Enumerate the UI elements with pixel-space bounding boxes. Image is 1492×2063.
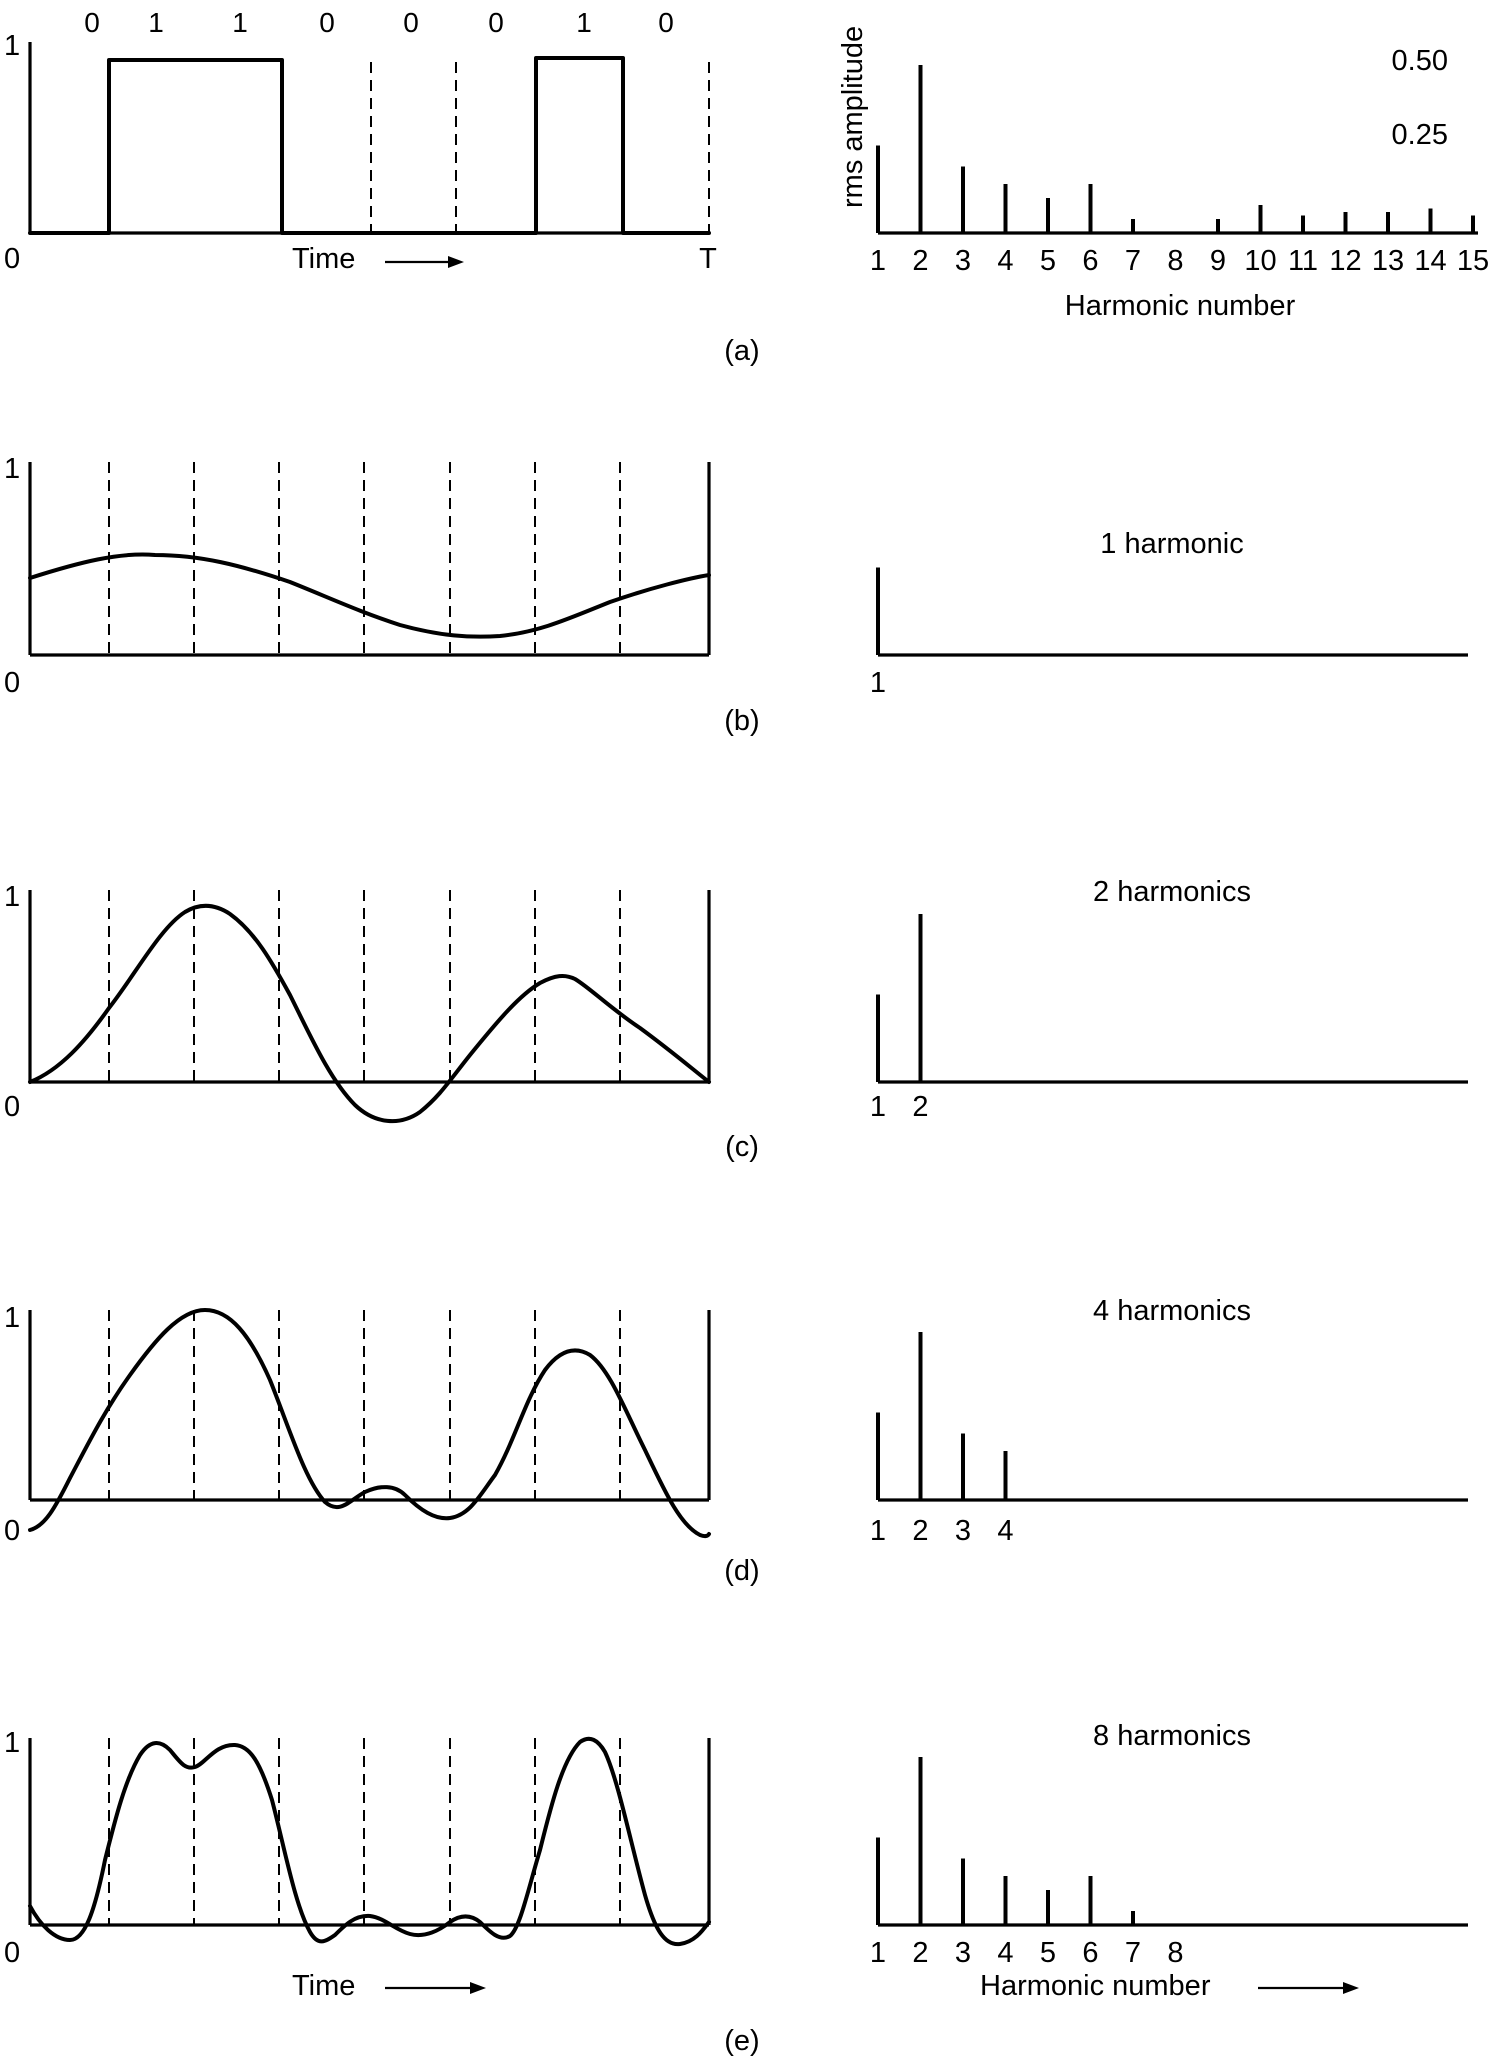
harmonic-tick-3: 3 [955,1937,971,1969]
harmonic-tick-2: 2 [912,245,928,277]
time-axis-frame [28,1738,711,1927]
y-tick-1: 1 [4,881,20,913]
bit-label-7: 1 [576,7,592,38]
panel-label-c: (c) [725,1131,759,1163]
harmonic-arrow [1258,1982,1359,1994]
y-tick-0: 0 [4,1937,20,1969]
harmonic-tick-6: 6 [1082,1937,1098,1969]
harmonic-tick-1: 1 [870,667,886,699]
time-arrow [385,256,464,268]
harmonic-tick-1: 1 [870,1091,886,1123]
bit-dividers-a [370,62,710,233]
y-tick-1: 1 [4,30,20,62]
harmonic-tick-1: 1 [870,1937,886,1969]
y-tick-0: 0 [4,1091,20,1123]
harmonic-tick-6: 6 [1082,245,1098,277]
harmonic-tick-11: 11 [1288,245,1318,277]
harmonic-tick-5: 5 [1040,1937,1056,1969]
panel-b: 1 0 1 harmonic 1 (b) [4,453,1468,737]
y-tick-1: 1 [4,1727,20,1759]
time-label: Time [292,243,355,275]
harmonic-tick-3: 3 [955,1515,971,1547]
harmonic-tick-5: 5 [1040,245,1056,277]
harmonic-tick-10: 10 [1244,245,1276,277]
spectrum-xlabel-a: Harmonic number [1065,290,1296,322]
spectrum-ticks-b: 1 [870,667,886,699]
harmonic-tick-4: 4 [997,1937,1013,1969]
harmonic-tick-1: 1 [870,245,886,277]
bit-label-4: 0 [319,7,335,38]
harmonic-tick-1: 1 [870,1515,886,1547]
harmonic-tick-12: 12 [1329,245,1361,277]
y-tick-0: 0 [4,667,20,699]
time-label: Time [292,1970,355,2002]
time-axis-frame [28,1310,711,1502]
panel-a: 0 1 1 0 0 0 1 0 1 0 T Time rms amplitude [4,7,1489,367]
time-axis-frame [28,462,711,657]
reconstructed-wave-8-harmonics [28,1736,711,1947]
harmonic-tick-8: 8 [1167,1937,1183,1969]
bit-label-1: 0 [84,7,100,38]
panel-label-a: (a) [724,335,759,367]
harmonics-title-c: 2 harmonics [1093,876,1251,908]
harmonic-tick-9: 9 [1210,245,1226,277]
y-tick-1: 1 [4,453,20,485]
bit-label-8: 0 [658,7,674,38]
x-end-label: T [699,243,717,275]
bit-label-5: 0 [403,7,419,38]
harmonic-tick-14: 14 [1414,245,1446,277]
spectrum-bars-e [876,1757,1135,1925]
harmonic-tick-8: 8 [1167,245,1183,277]
panel-label-b: (b) [724,705,759,737]
harmonic-tick-4: 4 [997,245,1013,277]
bit-dividers-d [108,1310,621,1500]
harmonic-tick-4: 4 [997,1515,1013,1547]
y-tick-1: 1 [4,1302,20,1334]
harmonic-tick-13: 13 [1372,245,1404,277]
harmonic-tick-2: 2 [912,1937,928,1969]
panel-label-d: (d) [724,1555,759,1587]
spectrum-y-tick-050: 0.50 [1392,45,1448,77]
harmonics-title-e: 8 harmonics [1093,1720,1251,1752]
spectrum-y-tick-025: 0.25 [1392,119,1448,151]
spectrum-bars-c [876,914,923,1082]
bit-labels: 0 1 1 0 0 0 1 0 [84,7,674,38]
bit-label-3: 1 [232,7,248,38]
bit-dividers-c [108,890,621,1082]
harmonic-tick-2: 2 [912,1515,928,1547]
reconstructed-wave-2-harmonics [28,903,711,1124]
spectrum-ylabel: rms amplitude [837,26,869,208]
y-tick-0: 0 [4,243,20,275]
time-arrow [385,1982,486,1994]
harmonics-title-b: 1 harmonic [1100,528,1243,560]
bit-label-2: 1 [148,7,164,38]
bit-label-6: 0 [488,7,504,38]
time-axis-frame [28,890,711,1084]
square-wave [28,56,711,235]
panel-label-e: (e) [724,2025,759,2057]
harmonic-tick-3: 3 [955,245,971,277]
spectrum-xlabel-e: Harmonic number [980,1970,1211,2002]
y-tick-0: 0 [4,1515,20,1547]
spectrum-bars-d [876,1332,1008,1500]
harmonic-tick-15: 15 [1457,245,1489,277]
reconstructed-wave-4-harmonics [28,1308,711,1539]
harmonics-title-d: 4 harmonics [1093,1295,1251,1327]
harmonic-tick-7: 7 [1125,1937,1141,1969]
harmonic-tick-2: 2 [912,1091,928,1123]
reconstructed-wave-1-harmonic [28,552,711,639]
spectrum-bars-a [876,65,1475,233]
time-axis-frame [28,42,709,235]
harmonic-tick-7: 7 [1125,245,1141,277]
